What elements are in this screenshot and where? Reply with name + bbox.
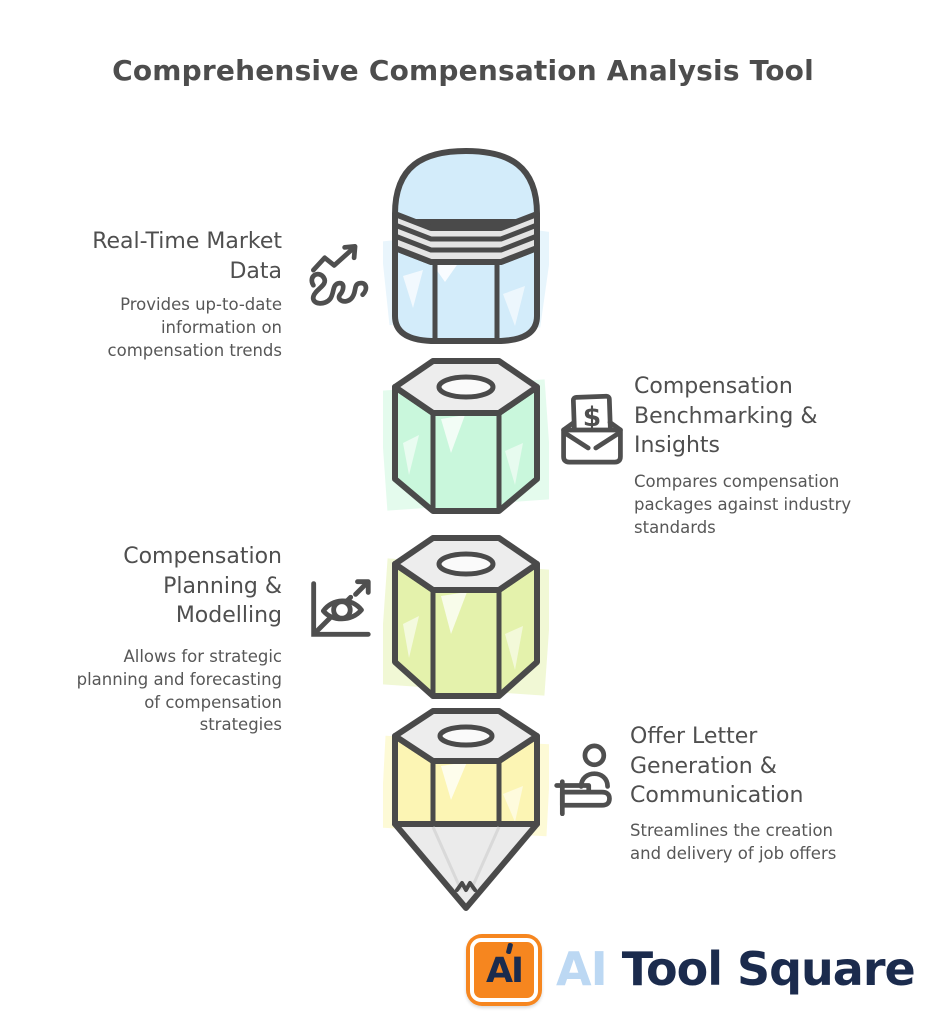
feature-1-heading: Real-Time Market Data <box>92 229 282 284</box>
pencil-segment-lime <box>383 535 549 699</box>
feature-3-description: Allows for strategic planning and foreca… <box>76 647 282 735</box>
lead-core-hole <box>436 374 496 400</box>
pencil-segment-eraser <box>383 148 549 344</box>
ferrule-band <box>394 233 538 253</box>
face-line <box>432 261 500 342</box>
feature-2-description: Compares compensation packages against i… <box>634 472 852 537</box>
highlight <box>403 270 423 308</box>
face-line <box>430 758 502 826</box>
feature-3-heading: Compensation Planning & Modelling <box>123 544 282 629</box>
segment-body <box>392 245 540 344</box>
face-line <box>430 410 502 513</box>
highlight <box>505 626 523 670</box>
feature-1-description: Provides up-to-date information on compe… <box>107 295 282 360</box>
brand-rest-text: Tool Square <box>621 942 916 996</box>
pencil-tip <box>392 821 540 911</box>
ferrule-band <box>394 222 538 242</box>
brand-wordmark: AI Tool Square <box>556 930 916 1008</box>
dollar-symbol: $ <box>583 402 601 433</box>
tip-shading-line <box>431 826 501 891</box>
eraser-dome <box>392 148 540 225</box>
brand-ai-text: AI <box>556 942 622 996</box>
highlight <box>503 786 523 822</box>
feature-2-heading: Compensation Benchmarking & Insights <box>634 374 818 459</box>
lead-core-hole <box>437 724 495 748</box>
logo-badge-text: AI <box>485 951 524 991</box>
pencil-segment-yellow-tip <box>383 708 549 911</box>
highlight <box>431 262 459 282</box>
person-at-desk-icon <box>554 743 612 816</box>
feature-4-description: Streamlines the creation and delivery of… <box>630 821 837 863</box>
eye-growth-chart-icon <box>311 579 371 637</box>
dollar-envelope-icon: $ <box>561 393 623 465</box>
brand-logo-badge: AI <box>466 934 542 1006</box>
lead-point-zigzag <box>455 881 477 892</box>
page-title: Comprehensive Compensation Analysis Tool <box>112 54 814 87</box>
highlight <box>503 286 525 326</box>
highlight <box>441 415 465 453</box>
lead-core-hole <box>436 551 496 577</box>
feature-4-heading: Offer Letter Generation & Communication <box>630 724 804 809</box>
highlight <box>441 762 467 800</box>
highlight <box>403 435 419 475</box>
face-line <box>430 587 502 698</box>
highlight <box>505 443 523 485</box>
logo-badge-inner-border: AI <box>470 938 538 1002</box>
highlight <box>403 616 419 658</box>
highlight <box>441 592 467 634</box>
trend-arrow-scribble-icon <box>309 244 369 306</box>
pencil-segment-green <box>383 358 549 514</box>
